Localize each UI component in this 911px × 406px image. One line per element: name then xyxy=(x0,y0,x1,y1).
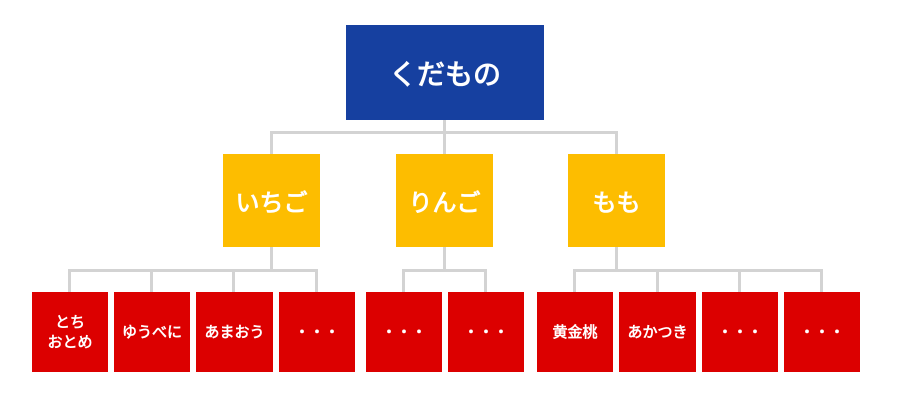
connector-cat1-drop-0 xyxy=(402,269,405,292)
connector-cat2-bar xyxy=(573,269,823,272)
connector-cat1-drop-1 xyxy=(484,269,487,292)
item-node: ゆうべに xyxy=(114,292,190,372)
connector-cat2-drop-0 xyxy=(573,269,576,292)
item-node: あかつき xyxy=(619,292,696,372)
category-node: もも xyxy=(568,154,665,247)
connector-cat2-drop-1 xyxy=(656,269,659,292)
connector-cat1-stem xyxy=(443,247,446,271)
connector-cat0-drop-1 xyxy=(150,269,153,292)
connector-cat2-drop-2 xyxy=(738,269,741,292)
item-node: ・・・ xyxy=(784,292,860,372)
connector-cat0-drop-2 xyxy=(232,269,235,292)
connector-root-drop-0 xyxy=(270,131,273,155)
item-node: ・・・ xyxy=(448,292,524,372)
connector-cat2-drop-3 xyxy=(820,269,823,292)
item-node: ・・・ xyxy=(366,292,442,372)
category-node: りんご xyxy=(396,154,493,247)
item-node: ・・・ xyxy=(279,292,355,372)
root-node: くだもの xyxy=(346,25,544,120)
item-node: あまおう xyxy=(196,292,273,372)
connector-cat0-stem xyxy=(270,247,273,271)
item-node: 黄金桃 xyxy=(537,292,613,372)
connector-cat2-stem xyxy=(615,247,618,271)
connector-cat0-drop-3 xyxy=(315,269,318,292)
category-node: いちご xyxy=(223,154,320,247)
item-node: ・・・ xyxy=(702,292,778,372)
connector-root-drop-2 xyxy=(615,131,618,155)
connector-cat0-drop-0 xyxy=(68,269,71,292)
connector-root-stem xyxy=(443,119,446,133)
connector-cat0-bar xyxy=(68,269,318,272)
connector-cat1-bar xyxy=(402,269,487,272)
item-node: とち おとめ xyxy=(32,292,108,372)
connector-root-drop-1 xyxy=(443,131,446,155)
